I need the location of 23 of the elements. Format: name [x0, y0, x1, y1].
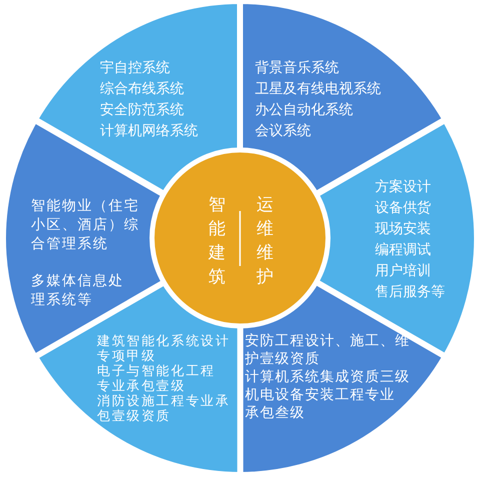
segment-text: 消防设施工程专业承包壹级资质: [96, 394, 232, 424]
segment-text: 宇自控系统: [100, 59, 171, 78]
segment-text: 方案设计: [375, 178, 432, 197]
center-title: 运维维护: [256, 194, 274, 289]
segment-text: 电子与智能化工程专业承包壹级: [96, 364, 216, 394]
segment-text: 建筑智能化系统设计专项甲级: [96, 334, 232, 364]
center-title: 智能建筑: [208, 194, 226, 289]
segment-text: 现场安装: [375, 220, 432, 239]
segment-text: 智能物业（住宅小区、酒店）综合管理系统: [31, 197, 140, 254]
segment-text: 会议系统: [255, 122, 312, 141]
segment-text: 综合布线系统: [100, 80, 185, 99]
segment-text: 计算机系统集成资质三级: [245, 368, 411, 386]
segment-text: 售后服务等: [375, 283, 446, 302]
segment-text: 机电设备安装工程专业承包叁级: [245, 386, 396, 422]
segment-text: 安全防范系统: [100, 101, 185, 120]
segment-text: 多媒体信息处理系统等: [31, 272, 125, 310]
segment-text: 编程调试: [375, 241, 432, 260]
segment-text: 卫星及有线电视系统: [255, 80, 382, 99]
segment-text: 计算机网络系统: [100, 122, 199, 141]
segment-text: 办公自动化系统: [255, 101, 354, 120]
segment-text: 用户培训: [375, 262, 432, 281]
segment-text: 背景音乐系统: [255, 59, 340, 78]
segment-text: 设备供货: [375, 199, 432, 218]
